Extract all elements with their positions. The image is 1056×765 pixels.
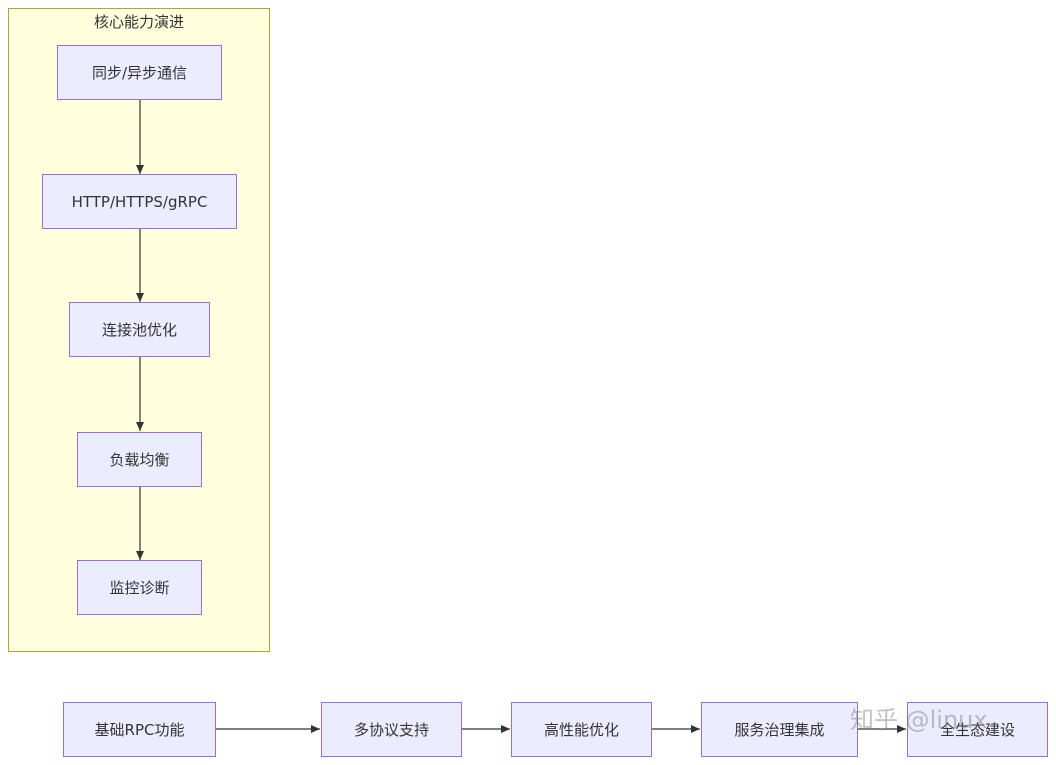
node-high-performance: 高性能优化 — [511, 702, 652, 757]
node-monitoring: 监控诊断 — [77, 560, 202, 615]
cluster-title: 核心能力演进 — [93, 13, 184, 31]
node-service-governance: 服务治理集成 — [701, 702, 858, 757]
node-connection-pool: 连接池优化 — [69, 302, 210, 357]
node-load-balancing: 负载均衡 — [77, 432, 202, 487]
node-sync-async: 同步/异步通信 — [57, 45, 222, 100]
node-http-https-grpc: HTTP/HTTPS/gRPC — [42, 174, 237, 229]
node-ecosystem: 全生态建设 — [907, 702, 1048, 757]
node-basic-rpc: 基础RPC功能 — [63, 702, 216, 757]
node-multi-protocol: 多协议支持 — [321, 702, 462, 757]
